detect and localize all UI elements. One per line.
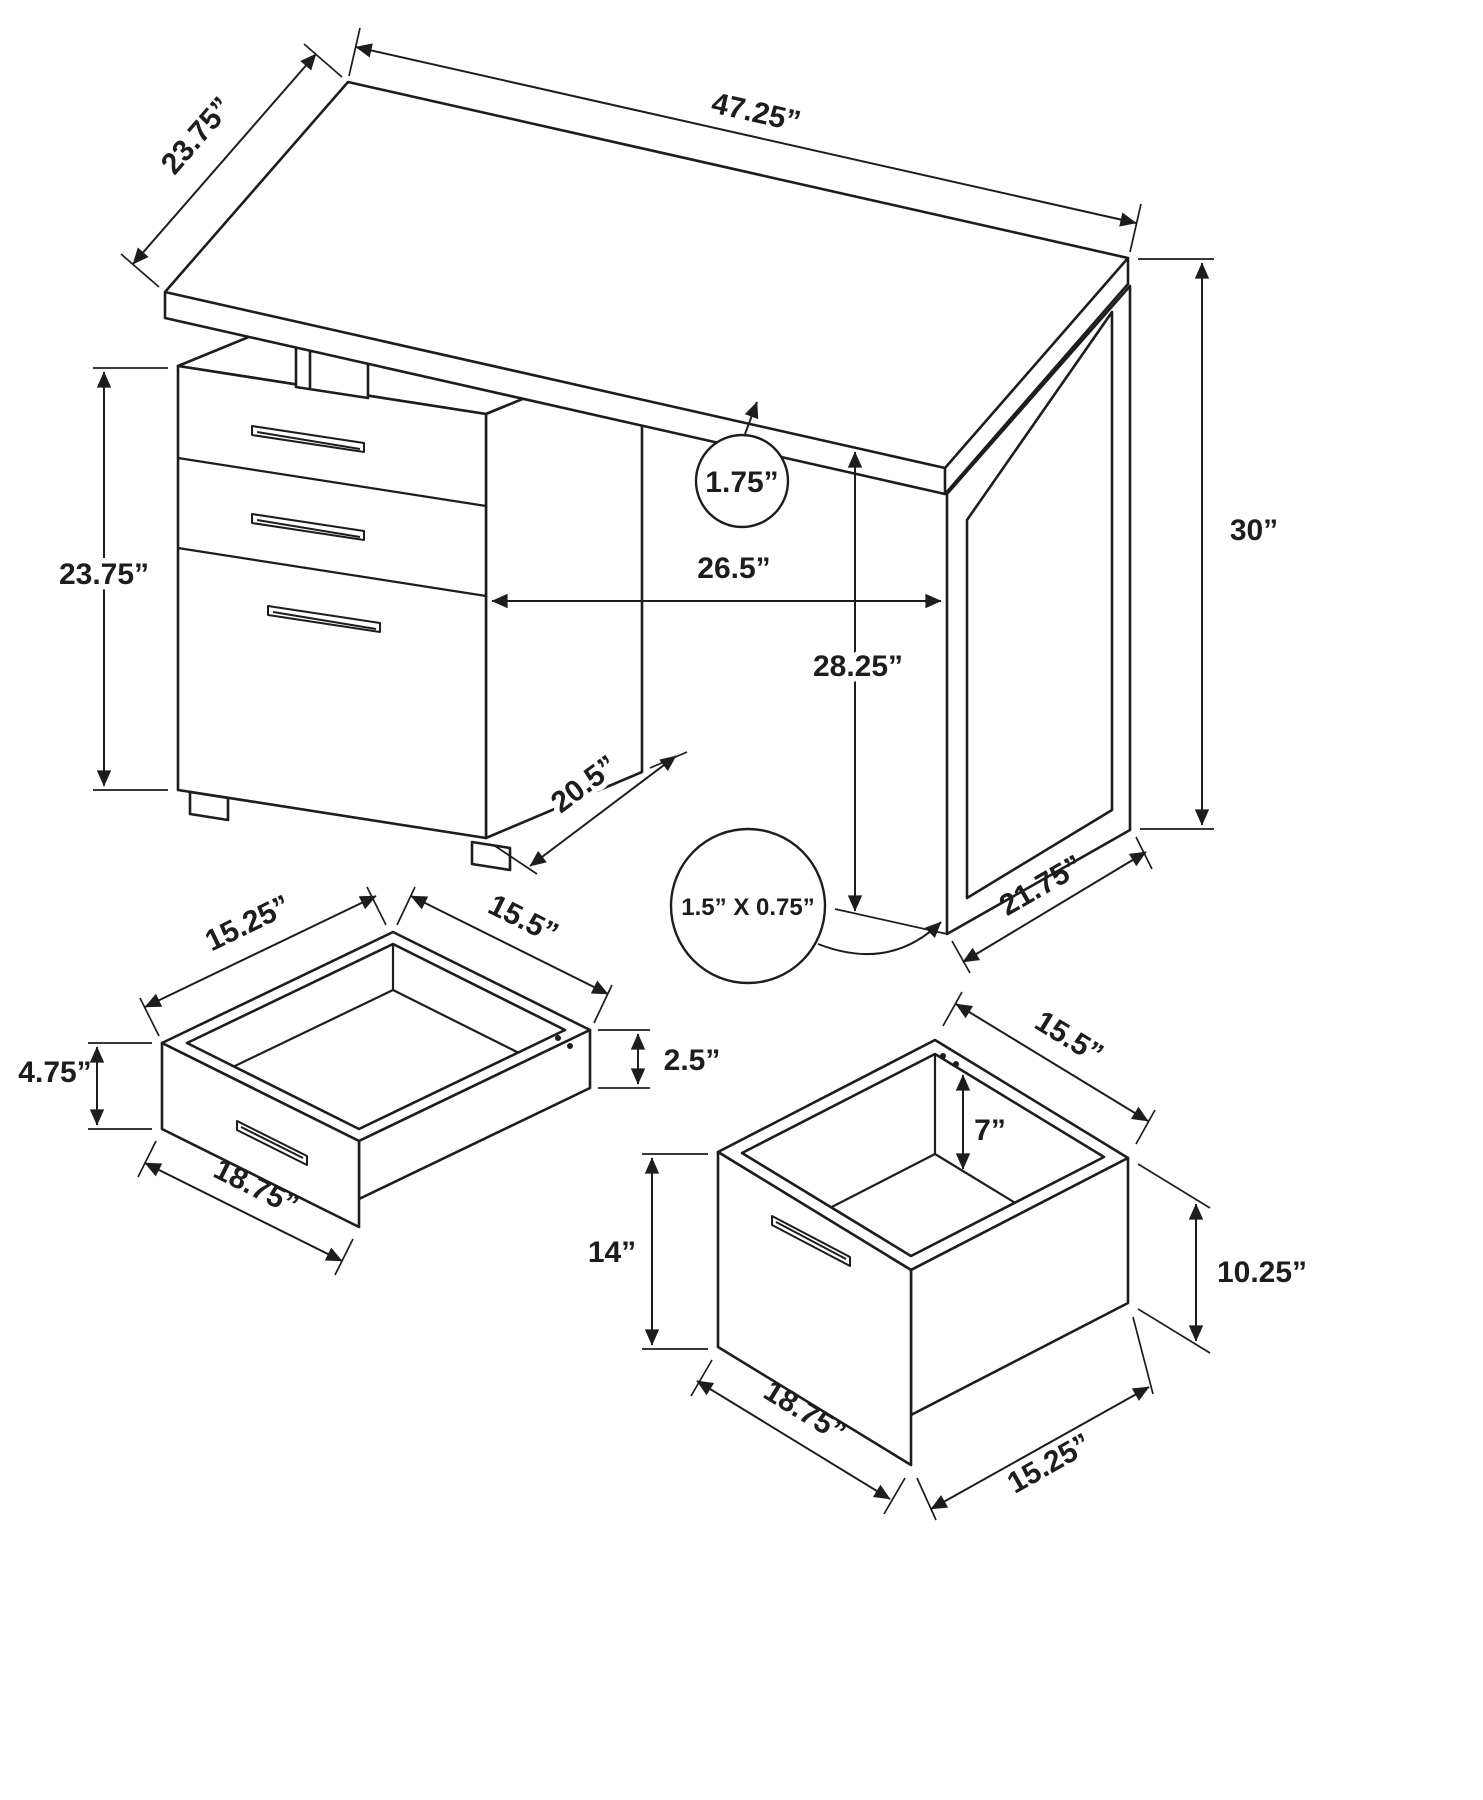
dimension-label: 15.25” — [200, 889, 295, 958]
pedestal-feet — [188, 790, 512, 872]
dimension-line — [930, 1386, 1150, 1510]
extension-lines — [916, 1316, 1154, 1521]
dimension-label: 23.75” — [155, 91, 239, 181]
drawer-handle-bottom — [267, 605, 381, 633]
leader-line — [817, 921, 942, 955]
dimension-line — [355, 43, 1137, 227]
screw-hole — [940, 1053, 946, 1059]
dim-file-front-height: 14” — [588, 1153, 708, 1350]
dimension-label: 23.75” — [59, 558, 149, 591]
screw-hole — [953, 1061, 959, 1067]
dimension-label: 10.25” — [1217, 1256, 1307, 1289]
dimension-label: 47.25” — [709, 87, 804, 139]
dimension-label: 30” — [1230, 514, 1278, 547]
dimension-label: 15.5” — [483, 888, 563, 950]
pedestal-front-face — [176, 364, 488, 840]
dimension-label: 26.5” — [697, 552, 770, 585]
dim-clearance-height: 28.25” — [807, 451, 948, 935]
dimension-line — [962, 851, 1147, 963]
extension-lines — [1138, 258, 1214, 830]
dim-file-side-height: 10.25” — [1137, 1163, 1307, 1354]
dimension-line — [529, 755, 677, 867]
extension-lines — [690, 1359, 906, 1515]
extension-lines — [396, 886, 613, 1024]
file-drawer-handle — [771, 1215, 851, 1267]
dimension-line — [144, 895, 377, 1008]
extension-lines — [642, 1153, 708, 1350]
pedestal-side-face — [484, 348, 644, 840]
dimension-label: 1.75” — [705, 466, 778, 499]
extension-lines — [348, 27, 1142, 253]
interior-bottom — [187, 944, 565, 1129]
extension-lines — [1137, 1163, 1211, 1354]
dim-overall-height: 30” — [1138, 258, 1278, 830]
leader-line — [744, 401, 759, 435]
dimension-line — [955, 1003, 1149, 1122]
interior-bottom — [742, 1054, 1104, 1256]
drawer-handle-middle — [251, 513, 365, 541]
desk-view: 23.75” 47.25” 30” 23.75” 1.75” 26.5” — [53, 27, 1278, 985]
pedestal-drawer-dividers — [177, 456, 487, 598]
dimension-label: 15.25” — [1002, 1427, 1097, 1500]
dim-knee-width: 26.5” — [491, 552, 942, 609]
small-drawer-view: 4.75” 2.5” 15.25” 15.5” 18.75” — [18, 886, 721, 1276]
dimension-label: 14” — [588, 1236, 636, 1269]
dim-small-side-height: 2.5” — [598, 1029, 721, 1089]
extension-lines — [137, 1140, 354, 1276]
extension-lines — [942, 991, 1156, 1145]
dimension-label: 7” — [974, 1114, 1006, 1147]
dimension-line — [132, 53, 317, 265]
screw-hole — [567, 1043, 573, 1049]
drawer-handle-top — [251, 425, 365, 453]
dimension-label: 2.5” — [664, 1044, 721, 1077]
dimension-label: 15.5” — [1029, 1005, 1109, 1071]
dim-top-thickness-callout: 1.75” — [694, 401, 790, 529]
dim-pedestal-height: 23.75” — [53, 367, 168, 791]
small-drawer-interior — [187, 944, 565, 1129]
file-drawer-interior — [742, 1054, 1104, 1256]
dimension-label: 4.75” — [18, 1056, 91, 1089]
extension-lines — [598, 1029, 650, 1089]
extension-lines — [88, 1042, 152, 1130]
callout-circle — [669, 827, 827, 985]
dim-small-front-height: 4.75” — [18, 1042, 152, 1130]
dim-tube-size-callout: 1.5” X 0.75” — [669, 827, 942, 985]
dimension-line — [144, 1162, 343, 1262]
dimension-label: 1.5” X 0.75” — [681, 894, 814, 921]
leg-frame — [945, 284, 1132, 936]
dimension-line — [696, 1380, 891, 1500]
callout-circle — [694, 433, 790, 529]
dimension-line — [410, 895, 609, 995]
extension-lines — [93, 367, 168, 791]
dimension-label: 28.25” — [813, 650, 903, 683]
extension-lines — [120, 43, 343, 288]
screw-hole — [555, 1035, 561, 1041]
